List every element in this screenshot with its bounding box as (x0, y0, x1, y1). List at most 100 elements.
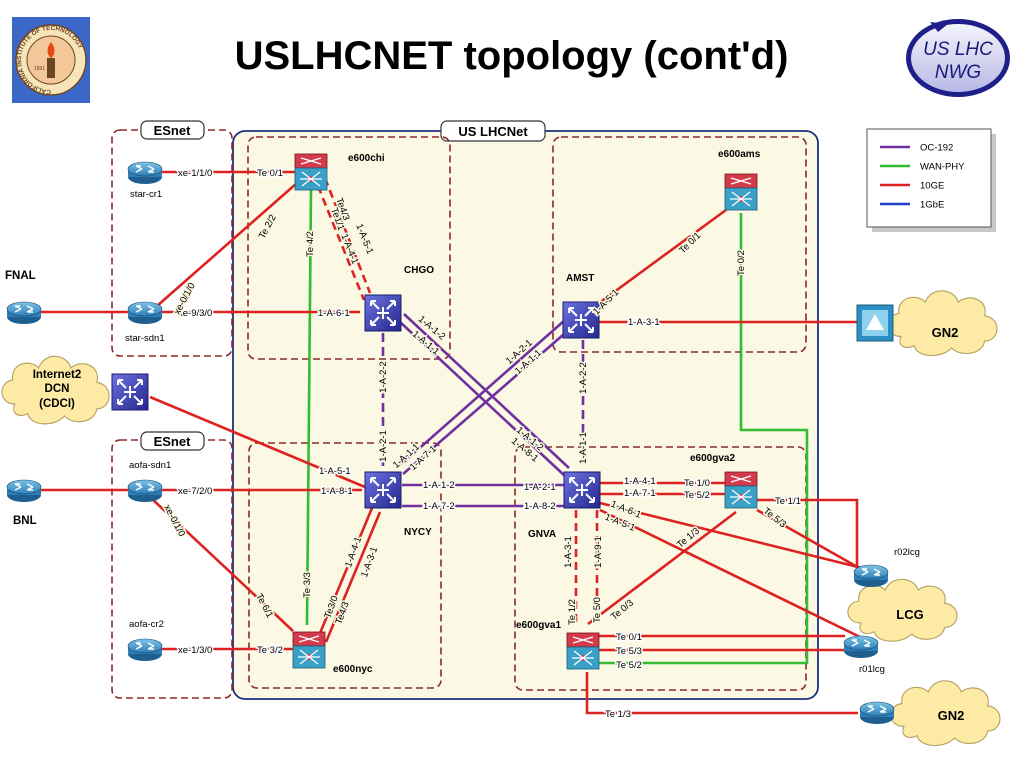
port-label-a-1-2-nyc: 1-A-1-2 (423, 480, 455, 491)
uslhcnet-region (232, 130, 819, 700)
legend-label-3: 1GbE (920, 200, 944, 211)
star-cr1-label: star-cr1 (130, 189, 162, 200)
star-sdn1-label: star-sdn1 (125, 333, 165, 344)
port-label-te-1-1: Te 1/1 (775, 496, 801, 507)
esnet-top-label-box (140, 120, 205, 140)
link-chi-chgo-b (316, 185, 366, 301)
region-esnet-top (111, 129, 233, 357)
port-label-a-2-2-chgo: 1-A-2-2 (378, 361, 389, 393)
nycy-switch-icon (364, 471, 402, 509)
port-label-xe-1-1-0: xe-1/1/0 (178, 168, 212, 179)
chgo-label: CHGO (404, 265, 434, 276)
port-label-xe-0-1-0-bot: xe-0/1/0 (161, 503, 187, 538)
port-label-te-0-2-ams: Te 0/2 (736, 250, 747, 276)
internet2-label-2: DCN (45, 383, 70, 395)
port-label-te-0-1-gva1: Te 0/1 (616, 632, 642, 643)
port-label-a-9-1-gnva: 1-A-9-1 (593, 536, 604, 568)
legend-label-1: WAN-PHY (920, 162, 965, 173)
bnl-label: BNL (13, 515, 37, 527)
chgo-switch-icon (364, 294, 402, 332)
port-label-a-2-2-amst: 1-A-2-2 (578, 362, 589, 394)
fnal-router-icon (6, 301, 42, 325)
lcg-label: LCG (896, 607, 923, 622)
caltech-logo: 1891 CALIFORNIA INSTITUTE OF TECHNOLOGY (12, 17, 90, 103)
region-newyork (248, 442, 442, 689)
aofa-sdn1-router-icon (127, 479, 163, 503)
esnet-bottom-label: ESnet (154, 434, 192, 449)
e600gva2-label: e600gva2 (690, 453, 735, 464)
e600chi-icon (294, 153, 328, 191)
port-label-te-3-2: Te 3/2 (257, 645, 283, 656)
port-label-te-5-3-gva1: Te 5/3 (616, 646, 642, 657)
port-label-te-5-2-gva1: Te 5/2 (616, 660, 642, 671)
link-gnva-r02lcg (599, 501, 871, 572)
aofa-cr2-label: aofa-cr2 (129, 619, 164, 630)
port-label-a-5-1-nyc: 1-A-5-1 (319, 466, 351, 477)
region-chicago (247, 136, 451, 360)
port-label-a-8-2-gnva: 1-A-8-2 (524, 501, 556, 512)
aofa-sdn1-label: aofa-sdn1 (129, 460, 171, 471)
e600nyc-icon (292, 631, 326, 669)
us-lhc-nwg-badge: US LHC NWG (906, 19, 1010, 97)
esnet-top-label: ESnet (154, 123, 192, 138)
gn2-bottom-label: GN2 (938, 708, 965, 723)
port-label-xe-1-3-0: xe-1/3/0 (178, 645, 212, 656)
port-label-a-7-2-nyc: 1-A-7-2 (423, 501, 455, 512)
r01lcg-label: r01lcg (859, 664, 885, 675)
port-label-te-5-2-gva2: Te 5/2 (684, 490, 710, 501)
link-chgo-gnva-b (403, 313, 570, 469)
port-label-a-1-1-gnva: 1-A-1-1 (578, 432, 589, 464)
e600nyc-label: e600nyc (333, 664, 373, 675)
link-chi-nyc-wanphy (305, 189, 313, 626)
uslhcnet-label-box (440, 120, 546, 142)
r01lcg-router-icon (843, 635, 879, 659)
link-aofasdn1-nyc (149, 496, 294, 632)
internet2-label-3: (CDCI) (39, 398, 75, 410)
badge-line2: NWG (935, 62, 981, 83)
amst-label: AMST (566, 273, 594, 284)
port-label-a-2-1-gnva: 1-A-2-1 (524, 482, 556, 493)
port-label-a-7-1-gnva: 1-A-7-1 (624, 488, 656, 499)
link-nycy-amst-b (402, 327, 572, 475)
link-nycy-amst-a (396, 319, 566, 469)
port-label-xe-9-3-0: xe-9/3/0 (178, 308, 212, 319)
legend-label-0: OC-192 (920, 143, 953, 154)
fnal-label: FNAL (5, 270, 36, 282)
port-label-a-6-1: 1-A-6-1 (318, 308, 350, 319)
link-nycy-nyc-b (324, 511, 382, 643)
e600gva2-icon (724, 471, 758, 509)
gn2-endpoint-icon (856, 304, 894, 342)
link-gnva-r01lcg (599, 508, 861, 639)
internet2-switch-icon (111, 373, 149, 411)
link-amst-ams (594, 208, 727, 308)
link-gva2-r02lcg-b (756, 508, 869, 575)
badge-line1: US LHC (923, 39, 993, 60)
e600gva1-label: e600gva1 (516, 620, 561, 631)
bnl-router-icon (6, 479, 42, 503)
e600gva1-icon (566, 632, 600, 670)
link-nycy-nyc-a (316, 507, 374, 639)
link-starsdn1-chi (148, 182, 298, 314)
internet2-label-1: Internet2 (33, 369, 82, 381)
port-label-a-3-1: 1-A-3-1 (628, 317, 660, 328)
gn2-bottom-router-icon (859, 701, 895, 725)
e600ams-label: e600ams (718, 149, 761, 160)
e600ams-icon (724, 173, 758, 211)
aofa-cr2-router-icon (127, 638, 163, 662)
link-ams-gva1-wanphy (598, 213, 809, 665)
port-label-a-3-1-gnva: 1-A-3-1 (563, 536, 574, 568)
port-label-te-4-2: Te 4/2 (305, 231, 316, 257)
nycy-label: NYCY (404, 527, 432, 538)
port-label-te-3-3: Te 3/3 (302, 572, 313, 598)
link-gva1-gn2 (585, 672, 858, 715)
gnva-label: GNVA (528, 529, 556, 540)
star-sdn1-router-icon (127, 301, 163, 325)
port-label-te-1-0: Te 1/0 (684, 478, 710, 489)
link-chgo-gnva-a (399, 321, 566, 477)
esnet-bottom-label-box (140, 431, 205, 451)
port-label-a-2-1-nyc: 1-A-2-1 (378, 430, 389, 462)
region-esnet-bottom (111, 439, 233, 699)
link-internet2-nycy (149, 395, 366, 489)
